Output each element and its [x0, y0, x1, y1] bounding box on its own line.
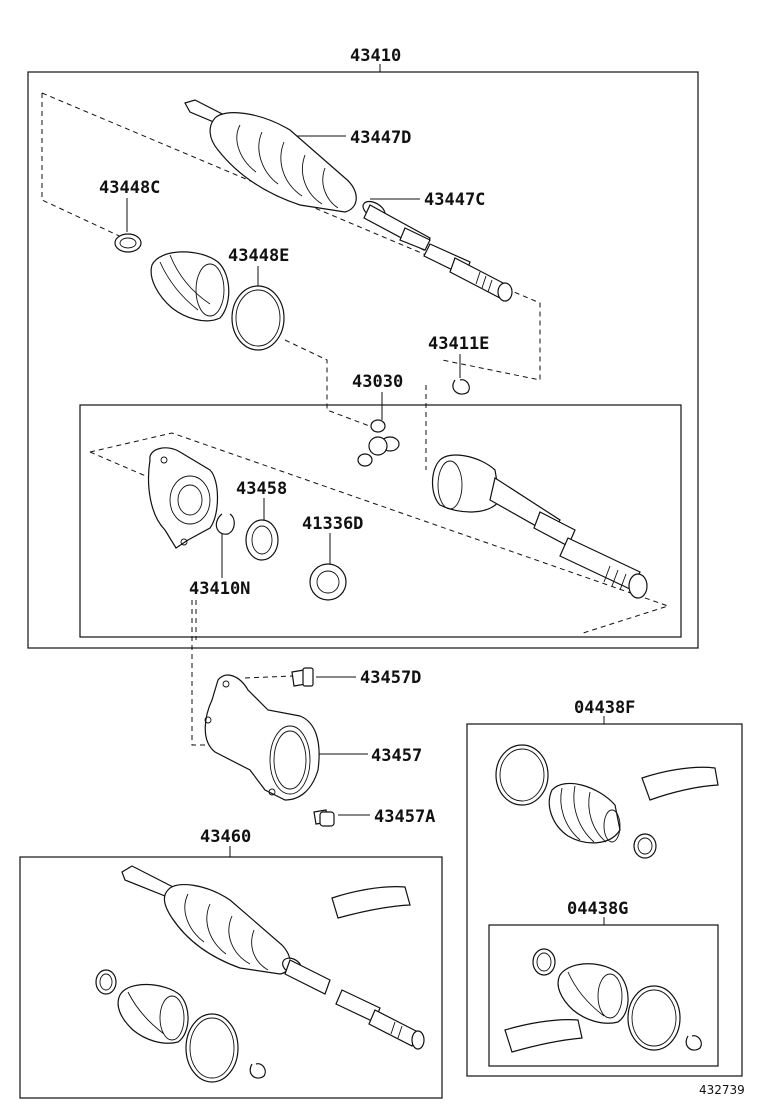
snap-ring-bottom: [249, 1063, 266, 1079]
boot-04438G: [557, 963, 629, 1024]
bearing-housing: [147, 447, 219, 549]
bracket-43457: [204, 674, 320, 801]
oil-seal-43458: [245, 519, 279, 561]
grease-pack-bottom: [331, 886, 411, 919]
clamp-large-04438F: [495, 744, 549, 806]
label-43411E: 43411E: [428, 334, 489, 354]
inboard-shaft: [431, 454, 648, 599]
label-43448C: 43448C: [99, 178, 160, 198]
label-43447D: 43447D: [350, 128, 411, 148]
leader-lines: [126, 64, 605, 925]
clamp-large-04438G: [627, 985, 681, 1051]
label-43460: 43460: [200, 827, 251, 847]
label-43030: 43030: [352, 372, 403, 392]
label-43410N: 43410N: [189, 579, 250, 599]
group-box-43410: [27, 71, 699, 649]
label-04438G: 04438G: [567, 899, 628, 919]
snap-ring-04438G: [685, 1035, 702, 1051]
tripod-joint: [357, 419, 400, 467]
boot-top: [150, 251, 230, 322]
bolt-43457A: [313, 809, 335, 827]
grease-pack-04438F: [641, 766, 719, 801]
bolt-43457D: [291, 667, 314, 687]
diagram-id: 432739: [699, 1083, 745, 1097]
label-43447C: 43447C: [424, 190, 485, 210]
group-box-43030: [79, 404, 682, 638]
label-04438F: 04438F: [574, 698, 635, 718]
label-43457: 43457: [371, 746, 422, 766]
clamp-small-04438F: [633, 833, 657, 859]
label-43410: 43410: [350, 46, 401, 66]
label-43457D: 43457D: [360, 668, 421, 688]
group-box-43460: [19, 856, 443, 1099]
clamp-small-bottom: [95, 969, 117, 995]
label-43458: 43458: [236, 479, 287, 499]
label-41336D: 41336D: [302, 514, 363, 534]
drive-shaft-top: [184, 99, 513, 302]
clamp-large-bottom: [185, 1013, 239, 1083]
label-43448E: 43448E: [228, 246, 289, 266]
label-43457A: 43457A: [374, 807, 435, 827]
snap-ring-43410N: [215, 513, 235, 535]
snap-ring-43411E: [452, 379, 470, 395]
boot-04438F: [548, 782, 621, 844]
oil-seal-41336D: [309, 563, 347, 601]
drive-shaft-bottom: [121, 865, 425, 1050]
boot-bottom: [117, 983, 189, 1044]
clamp-43448C: [114, 233, 142, 253]
clamp-43448E: [231, 285, 285, 351]
grease-pack-04438G: [504, 1019, 583, 1053]
clamp-small-04438G: [532, 948, 556, 976]
